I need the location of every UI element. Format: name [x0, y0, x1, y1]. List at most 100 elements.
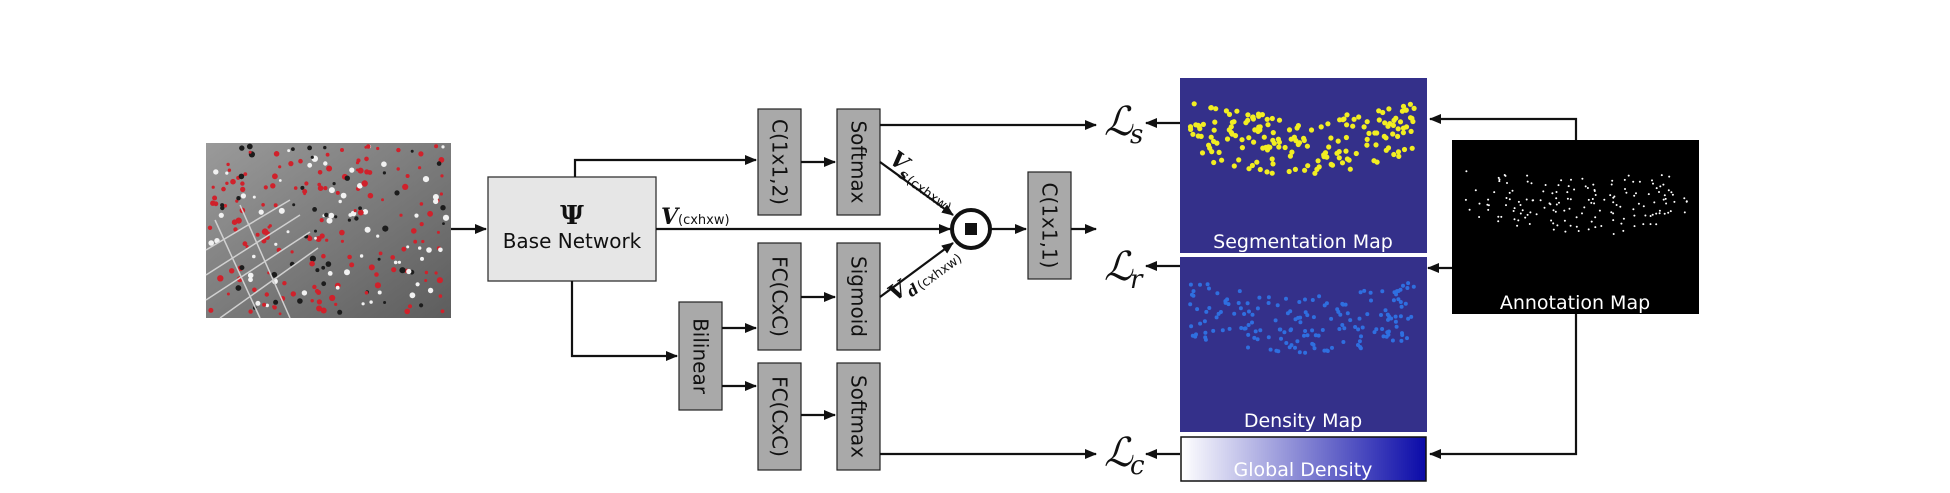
crowd-person [316, 299, 322, 305]
map-dot [1279, 336, 1283, 341]
map-dot [1190, 131, 1196, 137]
map-dot [1632, 180, 1635, 183]
crowd-person [418, 166, 422, 170]
map-dot [1511, 189, 1514, 192]
map-dot [1633, 214, 1636, 217]
crowd-person [340, 192, 347, 199]
map-dot [1264, 169, 1270, 175]
crowd-person [432, 194, 439, 200]
crowd-person [334, 302, 338, 306]
crowd-person [377, 290, 382, 295]
map-dot [1337, 327, 1342, 331]
map-dot [1663, 194, 1666, 197]
map-dot [1498, 178, 1501, 181]
map-dot [1312, 170, 1318, 176]
crowd-person [225, 181, 229, 185]
map-dot [1544, 184, 1547, 186]
crowd-person [319, 218, 324, 223]
crowd-person [340, 239, 344, 243]
map-dot [1394, 324, 1399, 329]
crowd-person [382, 225, 389, 232]
map-dot [1360, 325, 1365, 330]
map-dot [1191, 289, 1196, 294]
map-dot [1274, 348, 1279, 353]
map-dot [1592, 183, 1595, 186]
crowd-person [393, 260, 398, 265]
crowd-person [377, 257, 381, 261]
global-density-label: Global Density [1234, 459, 1373, 481]
map-dot [1603, 198, 1606, 201]
svg-text:Softmax: Softmax [847, 375, 871, 458]
svg-text:(cxhxw): (cxhxw) [903, 173, 954, 215]
map-dot [1211, 127, 1217, 133]
density-vector-label: V d (cxhxw) [883, 251, 965, 307]
crowd-person [317, 185, 324, 191]
map-dot [1623, 178, 1626, 181]
map-dot [1385, 145, 1392, 151]
annotation-dots [1464, 170, 1688, 235]
map-dot [1246, 345, 1250, 350]
map-dot [1500, 215, 1503, 218]
crowd-person [213, 169, 219, 175]
map-dot [1249, 162, 1255, 169]
crowd-person [307, 162, 313, 168]
segmentation-map-label: Segmentation Map [1213, 231, 1393, 253]
crowd-person [356, 168, 359, 172]
crowd-person [273, 299, 279, 305]
crowd-person [288, 161, 294, 167]
map-dot [1391, 151, 1397, 158]
map-dot [1497, 220, 1500, 223]
map-dot [1638, 180, 1641, 183]
crowd-person [436, 230, 440, 234]
map-dot [1658, 191, 1660, 193]
crowd-person [258, 209, 264, 215]
map-dot [1569, 224, 1572, 227]
map-dot [1600, 225, 1603, 227]
crowd-person [434, 271, 438, 275]
crowd-person [407, 304, 413, 309]
map-dot [1231, 163, 1237, 169]
svg-text:ℒ: ℒ [1104, 99, 1134, 145]
crowd-person [328, 212, 335, 219]
crowd-person [309, 255, 316, 262]
map-dot [1669, 210, 1672, 213]
svg-text:FC(CxC): FC(CxC) [768, 256, 792, 337]
crowd-person [300, 185, 305, 190]
crowd-person [315, 268, 320, 273]
map-dot [1411, 284, 1416, 289]
map-dot [1359, 334, 1363, 339]
map-dot [1293, 138, 1299, 144]
map-dot [1287, 345, 1292, 350]
map-dot [1513, 207, 1516, 210]
map-dot [1609, 194, 1612, 197]
crowd-person [273, 151, 280, 157]
map-dot [1409, 145, 1415, 151]
map-dot [1373, 142, 1379, 148]
map-dot [1399, 338, 1404, 343]
map-dot [1392, 290, 1397, 295]
map-dot [1383, 135, 1389, 141]
crowd-person [426, 247, 432, 253]
map-dot [1401, 283, 1405, 288]
crowd-person [399, 267, 406, 274]
map-dot [1211, 159, 1217, 166]
map-dot [1214, 140, 1220, 146]
crowd-person [427, 287, 434, 294]
crowd-person [422, 176, 430, 183]
map-dot [1203, 337, 1208, 342]
map-dot [1530, 182, 1533, 185]
map-dot [1276, 144, 1282, 150]
map-dot [1344, 122, 1350, 128]
map-dot [1251, 139, 1257, 145]
map-dot [1519, 212, 1522, 215]
map-dot [1552, 209, 1555, 212]
map-dot [1637, 202, 1640, 205]
map-dot [1265, 122, 1271, 128]
crowd-person [325, 152, 330, 157]
crowd-person [381, 198, 384, 202]
crowd-person [440, 174, 444, 178]
crowd-person [332, 182, 336, 186]
map-dot [1651, 179, 1653, 182]
map-dot [1619, 205, 1622, 208]
map-dot [1237, 289, 1242, 294]
